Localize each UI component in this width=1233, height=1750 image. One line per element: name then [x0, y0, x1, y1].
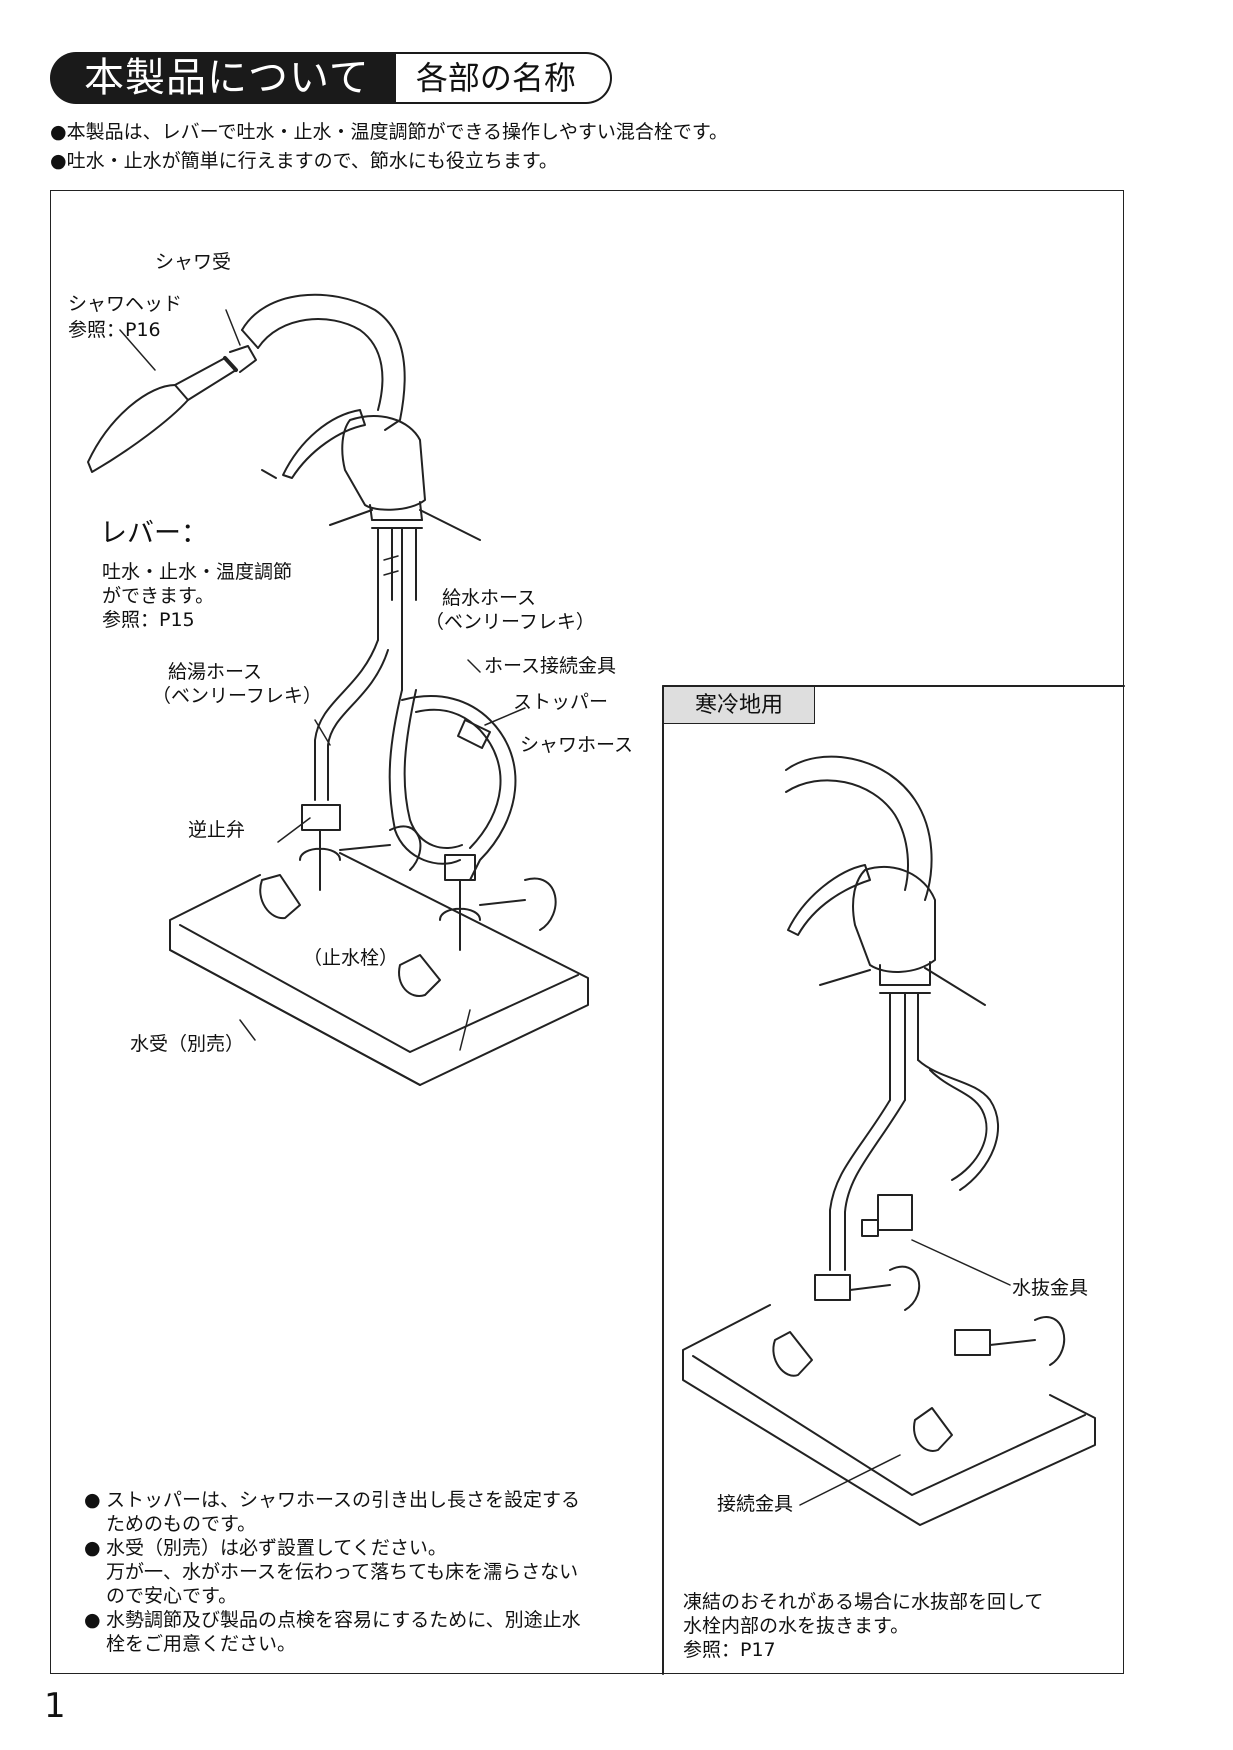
- note-line: 栓をご用意ください。: [106, 1633, 297, 1655]
- intro-text: ●本製品は、レバーで吐水・止水・温度調節ができる操作しやすい混合栓です。 ●吐水…: [50, 118, 728, 176]
- label-shower-hose: シャワホース: [520, 734, 634, 756]
- intro-line: ●吐水・止水が簡単に行えますので、節水にも役立ちます。: [50, 150, 558, 172]
- label-lever-desc-1: 吐水・止水・温度調節: [102, 561, 293, 583]
- label-hot-hose-sub: （ベンリーフレキ）: [152, 685, 322, 707]
- check-valve: [301, 804, 341, 831]
- label-water-tray: 水受（別売）: [130, 1033, 245, 1055]
- faucet-body: [341, 415, 426, 511]
- note-line: 水受（別売）は必ず設置してください。: [106, 1537, 447, 1559]
- note-line: ストッパーは、シャワホースの引き出し長さを設定する: [106, 1489, 581, 1511]
- lever: [282, 409, 366, 479]
- shower-hose: [401, 695, 517, 881]
- section-title: 本製品について: [50, 52, 396, 104]
- label-supply-hose: 給水ホース: [442, 587, 537, 609]
- stop-valve-handle-left: [259, 874, 301, 920]
- note-item: ● 水受（別売）は必ず設置してください。 万が一、水がホースを伝わって落ちても床…: [84, 1536, 644, 1608]
- cold-lever: [787, 864, 871, 936]
- spout: [241, 293, 406, 431]
- label-stop-valve: （止水栓）: [303, 947, 399, 969]
- cold-region-notes: 凍結のおそれがある場合に水抜部を回して 水栓内部の水を抜きます。 参照：P17: [683, 1590, 1103, 1662]
- intro-line: ●本製品は、レバーで吐水・止水・温度調節ができる操作しやすい混合栓です。: [50, 121, 728, 143]
- diagram-frame: [50, 190, 1124, 1674]
- label-lever-ref: 参照：P15: [102, 609, 195, 631]
- cold-water-tray: [682, 1304, 1096, 1526]
- cold-spout: [785, 755, 933, 901]
- note-line: ので安心です。: [106, 1585, 238, 1607]
- bullet: ●: [84, 1609, 101, 1631]
- label-lever: レバー：: [100, 518, 208, 549]
- label-drain-fitting: 水抜金具: [1012, 1277, 1089, 1299]
- cold-note-line: 水栓内部の水を抜きます。: [683, 1615, 910, 1637]
- cold-note-line: 凍結のおそれがある場合に水抜部を回して: [683, 1591, 1044, 1613]
- stop-valve-handle-right: [398, 954, 441, 997]
- cold-faucet-body: [852, 865, 936, 973]
- label-shower-head-ref: 参照：P16: [68, 319, 161, 341]
- usage-notes: ● ストッパーは、シャワホースの引き出し長さを設定する ためのものです。 ● 水…: [84, 1488, 644, 1656]
- bullet: ●: [84, 1537, 101, 1559]
- label-hot-hose: 給湯ホース: [168, 661, 263, 683]
- note-item: ● ストッパーは、シャワホースの引き出し長さを設定する ためのものです。: [84, 1488, 644, 1536]
- note-item: ● 水勢調節及び製品の点検を容易にするために、別途止水 栓をご用意ください。: [84, 1608, 644, 1656]
- stopper: [457, 719, 491, 749]
- section-subtitle: 各部の名称: [395, 52, 612, 104]
- water-tray: [169, 852, 589, 1086]
- label-stopper: ストッパー: [513, 691, 609, 713]
- note-line: 水勢調節及び製品の点検を容易にするために、別途止水: [106, 1609, 581, 1631]
- label-shower-receiver: シャワ受: [155, 251, 232, 273]
- label-connection-fitting: 接続金具: [717, 1493, 794, 1515]
- note-line: 万が一、水がホースを伝わって落ちても床を濡らさない: [106, 1561, 579, 1583]
- label-shower-head: シャワヘッド: [68, 293, 183, 315]
- label-hose-fitting: ホース接続金具: [484, 655, 617, 677]
- cold-region-tag: 寒冷地用: [663, 686, 815, 724]
- note-line: ためのものです。: [106, 1513, 257, 1535]
- cold-note-line: 参照：P17: [683, 1639, 776, 1661]
- hot-hose: [314, 639, 379, 801]
- label-check-valve: 逆止弁: [188, 819, 246, 841]
- section-header: 本製品について 各部の名称: [50, 52, 612, 104]
- supply-hose: [388, 689, 461, 865]
- label-supply-hose-sub: （ベンリーフレキ）: [425, 611, 595, 633]
- page-number: 1: [44, 1686, 66, 1726]
- label-lever-desc-2: ができます。: [102, 585, 215, 607]
- drain-fitting: [861, 1194, 913, 1237]
- bullet: ●: [84, 1489, 101, 1511]
- shower-head: [87, 384, 189, 473]
